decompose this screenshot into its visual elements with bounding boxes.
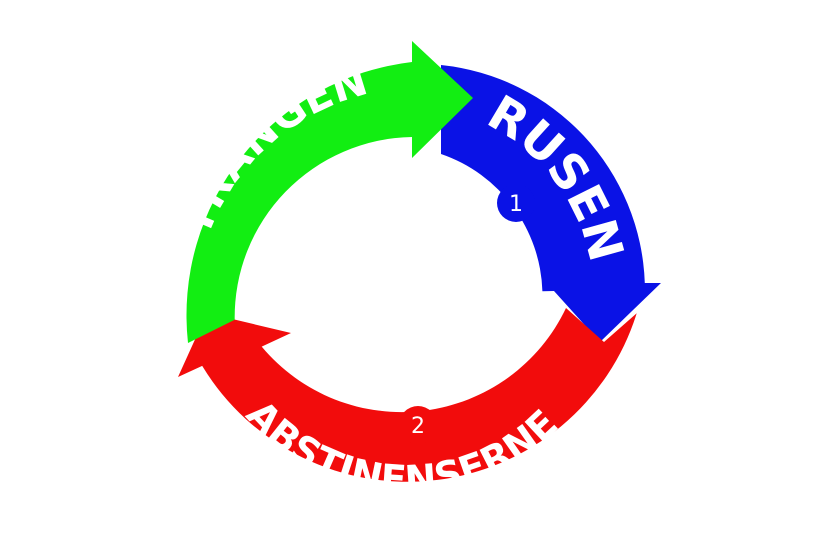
rusen-arrow: RUSEN 1 bbox=[441, 65, 661, 342]
abstinens-arrow: ABSTINENSERNE 2 bbox=[178, 308, 637, 502]
step-3-number: 3 bbox=[304, 186, 318, 211]
step-3-circle bbox=[293, 179, 329, 215]
step-2-badge: 2 bbox=[399, 406, 437, 444]
trangen-arrow-shape bbox=[186, 41, 473, 343]
step-2-circle bbox=[399, 406, 437, 444]
step-1-number: 1 bbox=[509, 192, 523, 217]
step-2-number: 2 bbox=[411, 414, 425, 439]
step-1-circle bbox=[497, 184, 535, 222]
trangen-arrow: TRANGEN 3 bbox=[171, 41, 473, 343]
step-3-badge: 3 bbox=[293, 179, 329, 215]
step-1-badge: 1 bbox=[497, 184, 535, 222]
rusen-arrow-shape bbox=[441, 65, 661, 342]
abstinens-arrow-shape bbox=[178, 308, 637, 482]
